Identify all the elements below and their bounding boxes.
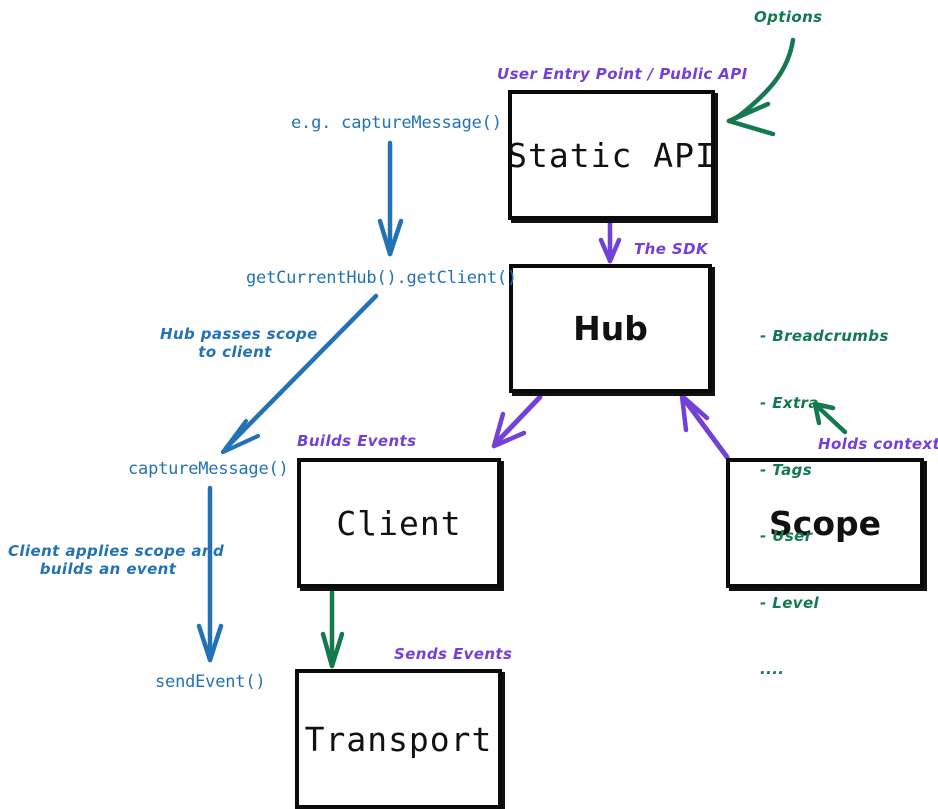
scope-context-list: - Breadcrumbs - Extra - Tags - User - Le… (760, 281, 889, 725)
context-item-breadcrumbs: - Breadcrumbs (760, 327, 889, 346)
arrow-eg-capture-down (377, 140, 404, 257)
arrow-scope-to-hub (679, 393, 730, 460)
node-scope-label: Scope (768, 503, 881, 543)
context-item-extra: - Extra (760, 393, 819, 412)
label-get-current-hub: getCurrentHub().getClient() (246, 268, 517, 288)
node-transport[interactable]: Transport (295, 669, 502, 809)
node-hub[interactable]: Hub (509, 264, 712, 393)
label-sends-events: Sends Events (394, 645, 513, 663)
context-item-tags: - Tags (760, 460, 813, 479)
label-capture-message: captureMessage() (128, 459, 289, 479)
label-eg-capture-message: e.g. captureMessage() (291, 113, 502, 133)
arrow-gethub-to-capture (221, 293, 379, 454)
label-builds-events: Builds Events (297, 432, 417, 450)
arrow-static-api-to-hub (598, 218, 622, 264)
arrow-client-to-transport (320, 589, 345, 669)
context-item-user: - User (760, 527, 813, 546)
arrow-options-to-static-api (726, 37, 796, 137)
label-the-sdk: The SDK (634, 240, 708, 258)
node-hub-label: Hub (573, 309, 648, 348)
context-item-ellipsis: .... (760, 660, 785, 679)
node-client[interactable]: Client (297, 458, 501, 588)
node-transport-label: Transport (304, 719, 493, 759)
node-client-label: Client (336, 503, 462, 543)
label-options: Options (754, 8, 823, 26)
node-scope[interactable]: Scope (726, 458, 924, 588)
node-static-api[interactable]: Static API (507, 90, 716, 220)
context-item-level: - Level (760, 593, 820, 612)
arrow-hub-to-client (491, 394, 543, 449)
label-holds-context: Holds context (818, 435, 938, 453)
label-user-entry-point: User Entry Point / Public API (497, 65, 748, 83)
label-send-event: sendEvent() (155, 672, 266, 692)
label-hub-passes-scope: Hub passes scope to client (160, 325, 318, 362)
label-client-applies-scope: Client applies scope and builds an event (8, 542, 225, 579)
node-static-api-label: Static API (507, 135, 716, 175)
